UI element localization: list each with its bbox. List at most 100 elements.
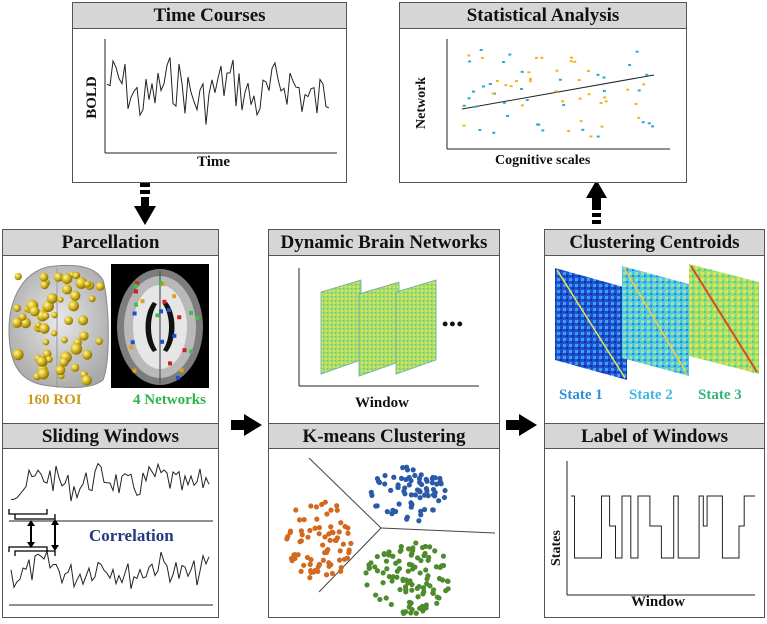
scatter-point [504, 84, 508, 87]
scatter-point [554, 90, 558, 93]
cluster-point-green [412, 564, 418, 570]
roi-sphere [75, 277, 88, 289]
cluster-point-blue [410, 467, 416, 473]
scatter-point [479, 49, 483, 52]
roi-sphere [51, 330, 58, 337]
scatter-point [558, 78, 562, 81]
scatter-point [567, 130, 571, 133]
cluster-point-orange [344, 555, 350, 561]
cluster-point-green [425, 573, 431, 579]
cluster-point-blue [442, 487, 448, 494]
roi-sphere [11, 317, 23, 328]
network-axis-label: Network [414, 76, 429, 129]
scatter-point [515, 80, 519, 83]
network-node [176, 375, 181, 380]
roi-sphere [64, 316, 74, 325]
scatter-point [529, 77, 533, 80]
cluster-point-blue [404, 516, 410, 522]
scatter-point [535, 56, 539, 59]
cluster-point-green [421, 589, 427, 595]
regression-line [461, 74, 655, 110]
cluster-point-green [423, 602, 429, 608]
clustering-centroids-title: Clustering Centroids [545, 230, 764, 256]
roi-sphere [42, 338, 50, 346]
state-3-matrix [689, 264, 759, 374]
cluster-point-green [373, 592, 379, 598]
network-node [132, 311, 137, 316]
cluster-point-blue [430, 507, 436, 513]
cluster-point-green [434, 600, 440, 606]
cluster-point-orange [308, 557, 314, 563]
scatter-point [467, 54, 471, 57]
cluster-point-orange [348, 540, 354, 546]
cluster-point-blue [416, 518, 422, 524]
scatter-point [561, 100, 565, 103]
roi-sphere [53, 272, 64, 282]
roi-sphere [61, 284, 73, 295]
cluster-point-orange [334, 503, 340, 509]
roi-sphere [70, 290, 81, 301]
cluster-point-orange [295, 552, 301, 558]
network-node [140, 299, 145, 304]
roi-sphere [82, 349, 93, 360]
cluster-point-green [445, 578, 451, 584]
scatter-point [488, 83, 492, 85]
time-courses-panel: Time Courses BOLD Time [72, 2, 347, 183]
cluster-point-orange [320, 542, 326, 548]
state-label-plot [566, 461, 756, 596]
cluster-point-green [418, 557, 424, 564]
networks-count-label: 4 Networks [133, 392, 206, 408]
cluster-point-orange [316, 561, 323, 567]
down-arrow-icon [134, 183, 156, 225]
scatter-point [599, 101, 603, 104]
cluster-point-orange [315, 568, 321, 575]
roi-sphere [29, 306, 40, 317]
cluster-point-blue [432, 493, 438, 499]
cluster-point-orange [293, 507, 299, 513]
cluster-point-green [394, 574, 400, 580]
cluster-point-orange [308, 503, 314, 509]
cognitive-scales-label: Cognitive scales [495, 153, 591, 168]
ellipsis-label: ••• [442, 314, 464, 334]
network-node [130, 340, 135, 345]
cluster-point-green [386, 552, 392, 558]
scatter-point [573, 60, 577, 63]
state-1-matrix [555, 268, 627, 380]
cluster-point-blue [441, 494, 448, 501]
scatter-point [520, 70, 524, 73]
cluster-point-green [380, 580, 386, 586]
bold-axis-label: BOLD [83, 76, 100, 119]
cluster-point-blue [382, 481, 388, 487]
scatter-point [495, 79, 499, 82]
cluster-point-blue [400, 465, 406, 471]
roi-sphere [45, 355, 53, 363]
cluster-point-blue [430, 474, 436, 481]
right-arrow-icon-1 [231, 414, 262, 436]
scatter-point [555, 69, 559, 72]
cluster-point-green [433, 564, 439, 570]
cluster-point-green [440, 562, 447, 569]
cluster-point-blue [368, 489, 374, 495]
scatter-point [540, 56, 544, 59]
cluster-point-green [389, 578, 395, 584]
cluster-point-green [425, 557, 431, 563]
cluster-point-green [420, 585, 427, 591]
scatter-point [645, 73, 649, 76]
network-node [134, 281, 139, 286]
cluster-point-green [413, 610, 419, 616]
cluster-point-orange [298, 568, 304, 574]
scatter-point [520, 104, 524, 107]
scatter-point [501, 61, 505, 64]
cluster-point-blue [438, 481, 444, 487]
scatter-point [578, 97, 582, 100]
network-node [172, 294, 177, 299]
cluster-point-green [363, 570, 369, 576]
scatter-point [467, 97, 471, 100]
cluster-point-blue [396, 501, 402, 507]
cluster-point-orange [298, 538, 304, 544]
network-node [168, 361, 173, 366]
cluster-point-green [403, 577, 409, 583]
roi-sphere [14, 272, 22, 281]
network-node [160, 339, 165, 344]
cluster-point-blue [416, 479, 423, 485]
